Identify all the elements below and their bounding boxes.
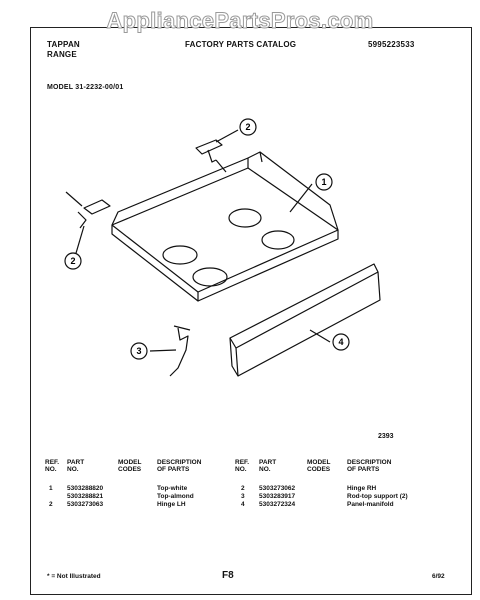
callout-1-label: 1 (321, 177, 326, 187)
print-date: 6/92 (432, 573, 445, 580)
diagram-code: 2393 (378, 433, 394, 440)
support-rod (169, 325, 191, 377)
callout-3 (130, 342, 148, 360)
page-number: F8 (222, 570, 234, 581)
callout-2a-label: 2 (245, 122, 250, 132)
callout-4 (332, 333, 350, 351)
callout-4-label: 4 (338, 337, 343, 347)
brand: TAPPAN RANGE (47, 40, 80, 60)
brand-line2: RANGE (47, 50, 77, 59)
cooktop-top (111, 151, 339, 302)
not-illustrated-note: * = Not Illustrated (47, 573, 101, 580)
callout-3-label: 3 (136, 346, 141, 356)
hinge-rh (195, 139, 227, 173)
callout-2b (64, 252, 82, 270)
model-number: MODEL 31-2232-00/01 (47, 84, 124, 91)
callout-1 (315, 173, 333, 191)
callout-2b-label: 2 (70, 256, 75, 266)
manifold-panel (229, 263, 381, 377)
doc-number: 5995223533 (368, 40, 415, 49)
hinge-lh (65, 191, 111, 229)
col-ref-header: REF.NO. (235, 459, 250, 473)
page-frame (30, 27, 472, 595)
catalog-title: FACTORY PARTS CATALOG (185, 40, 297, 49)
callout-2a (239, 118, 257, 136)
exploded-diagram: 1 2 2 3 4 (64, 118, 381, 377)
brand-line1: TAPPAN (47, 40, 80, 49)
watermark: AppliancePartsPros.com (106, 8, 374, 34)
col-ref-header: REF.NO. (45, 459, 60, 473)
